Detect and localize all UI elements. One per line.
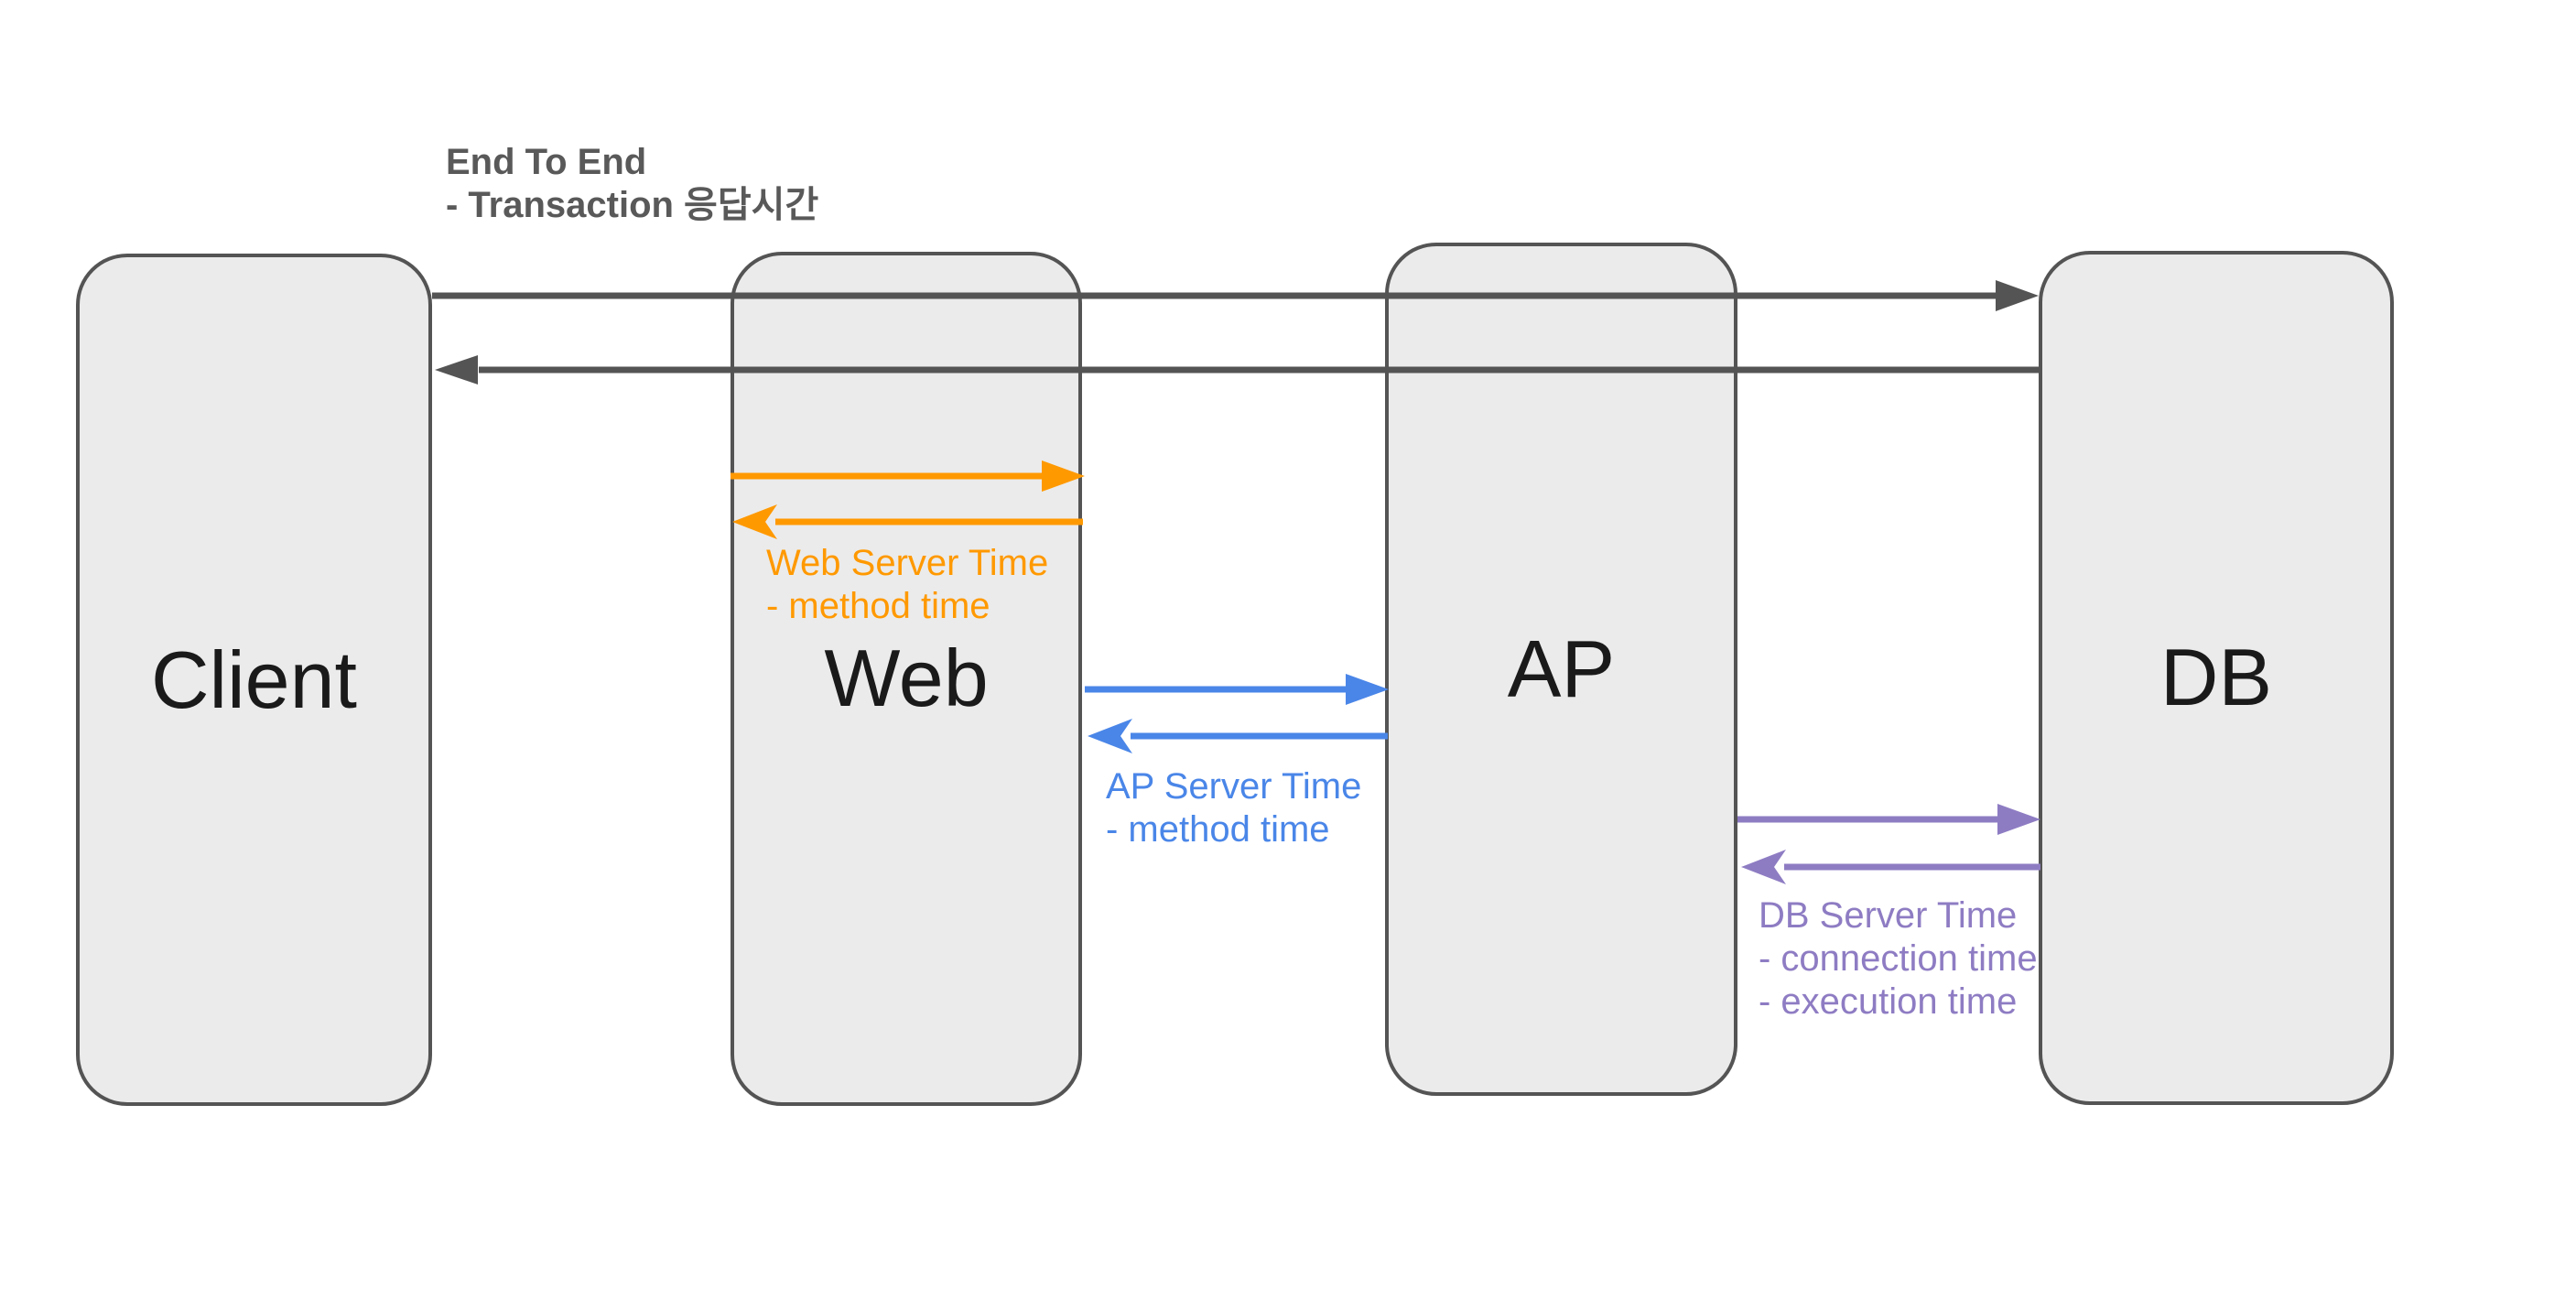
ap-response-arrow: [1088, 719, 1388, 753]
node-ap: AP: [1385, 243, 1737, 1096]
end-to-end-title: End To End - Transaction 응답시간: [446, 141, 818, 227]
node-db: DB: [2039, 251, 2394, 1105]
web-server-time-line2: - method time: [766, 586, 990, 626]
node-db-label: DB: [2159, 632, 2273, 722]
node-client-label: Client: [151, 634, 357, 725]
end-to-end-title-line2: - Transaction 응답시간: [446, 185, 819, 225]
node-web: Web: [731, 252, 1082, 1106]
node-ap-label: AP: [1507, 623, 1616, 714]
ap-server-time-line1: AP Server Time: [1106, 766, 1362, 807]
end-to-end-response-arrow: [435, 355, 2039, 385]
db-server-time-line1: DB Server Time: [1759, 895, 2018, 936]
node-web-label: Web: [824, 633, 989, 723]
db-server-time-line2: - connection time: [1759, 938, 2038, 979]
db-server-time-annotation: DB Server Time - connection time - execu…: [1759, 894, 2038, 1024]
web-server-time-line1: Web Server Time: [766, 543, 1049, 583]
ap-server-time-line2: - method time: [1106, 809, 1330, 850]
db-response-arrow: [1741, 850, 2040, 884]
end-to-end-request-arrow: [432, 280, 2039, 311]
ap-request-arrow: [1085, 674, 1389, 705]
web-server-time-annotation: Web Server Time - method time: [766, 542, 1048, 628]
ap-server-time-annotation: AP Server Time - method time: [1106, 765, 1361, 851]
end-to-end-title-line1: End To End: [446, 142, 647, 182]
db-request-arrow: [1737, 804, 2040, 835]
node-client: Client: [76, 254, 432, 1106]
db-server-time-line3: - execution time: [1759, 981, 2018, 1022]
